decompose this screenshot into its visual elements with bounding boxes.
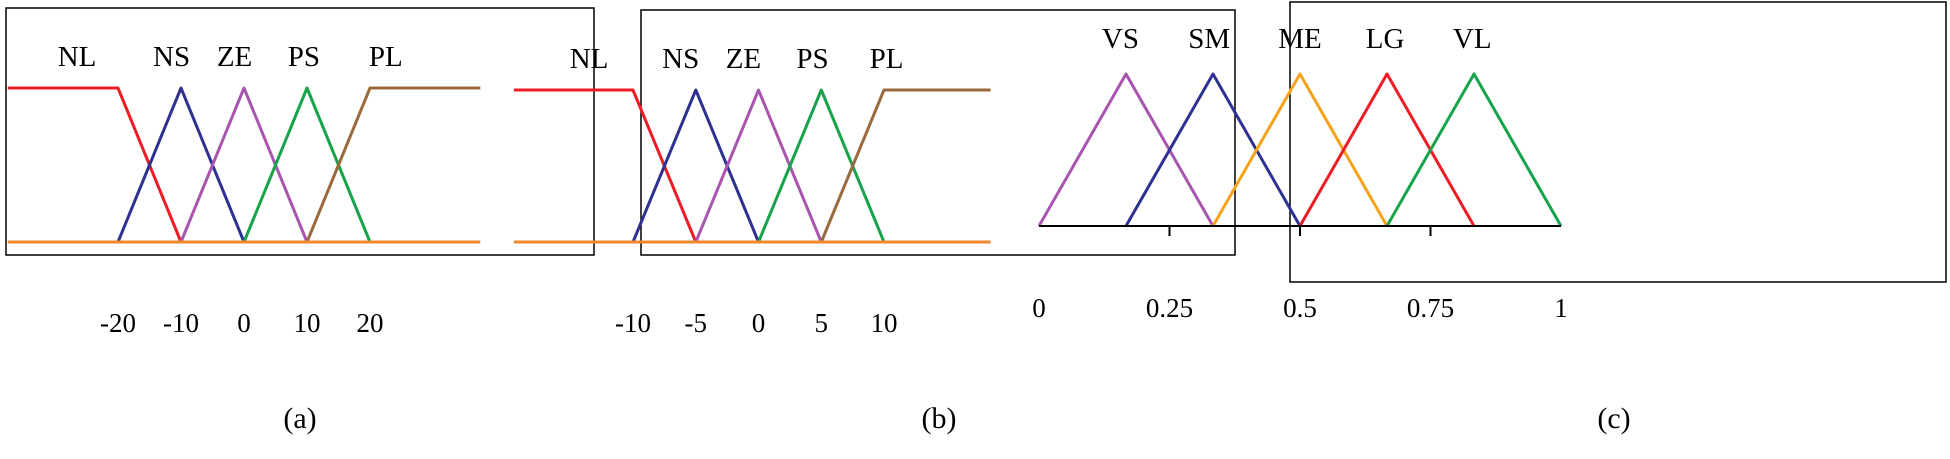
panel-b-label-ze: ZE [726,43,761,75]
panel-c-tick-label: 0.75 [1407,293,1454,323]
panel-b-label-pl: PL [870,43,904,75]
panel-a-caption: (a) [283,402,316,435]
panel-a-label-ze: ZE [217,41,252,73]
panel-c-plot: VS SM ME LG VL [1037,23,1563,227]
panel-c: VS SM ME LG VL 0 0.25 0.5 0.75 1 (c) [1032,1,1947,435]
panel-a-series-ze [179,86,309,243]
panel-c-series-sm [1124,72,1302,227]
panel-b-caption: (b) [922,402,957,435]
panel-b-plot: NL NS ZE PS PL [513,43,991,244]
panel-b-series-ps [757,88,886,243]
panel-b-label-ns: NS [662,43,699,75]
panel-a-frame [5,7,595,256]
panel-a-tick-label: 20 [357,308,384,338]
panel-b-axis: -10 -5 0 5 10 [615,308,898,338]
panel-b: NL NS ZE PS PL -10 -5 0 5 10 (b) [513,9,1236,435]
panel-a-series-ps [242,86,372,243]
panel-b-tick-label: 10 [871,308,898,338]
panel-c-tick-label: 0 [1032,293,1046,323]
panel-b-frame [640,9,1236,256]
panel-a-plot: NL NS ZE PS PL [7,41,481,244]
panel-b-label-nl: NL [570,43,609,75]
panel-b-label-ps: PS [796,43,828,75]
panel-c-tick-label: 0.5 [1283,293,1317,323]
panel-a-tick-label: 0 [237,308,251,338]
panel-b-tick-label: -5 [685,308,708,338]
panel-c-label-vl: VL [1453,23,1492,55]
panel-b-series-ns [631,88,760,243]
panel-b-series-pl [819,88,991,243]
panel-c-series-me [1211,72,1389,227]
panel-c-caption: (c) [1597,402,1630,435]
panel-a-label-pl: PL [369,41,403,73]
panel-c-tick-label: 0.25 [1146,293,1193,323]
panel-c-label-sm: SM [1188,23,1230,55]
panel-a-series-pl [305,86,481,243]
panel-a-series-ns [116,86,246,243]
panel-c-series-vs [1037,72,1215,227]
panel-a-tick-label: 10 [294,308,321,338]
panel-a-series-nl [7,86,183,243]
panel-c-series-lg [1298,72,1476,227]
panel-c-label-vs: VS [1102,23,1139,55]
panel-b-series-ze [694,88,823,243]
panel-a-axis: -20 -10 0 10 20 [100,308,384,338]
panel-a: NL NS ZE PS PL -20 -10 0 10 20 (a) [5,7,595,435]
panel-c-axis: 0 0.25 0.5 0.75 1 [1032,225,1568,323]
panel-c-frame [1289,1,1947,283]
panel-b-tick-label: 5 [815,308,829,338]
panel-b-series-nl [513,88,698,243]
panel-b-tick-label: -10 [615,308,651,338]
panel-a-label-ps: PS [288,41,320,73]
panel-c-series-vl [1385,72,1563,227]
panel-c-label-me: ME [1278,23,1322,55]
panel-a-label-nl: NL [58,41,97,73]
panel-c-label-lg: LG [1366,23,1405,55]
panel-c-tick-label: 1 [1554,293,1568,323]
panel-a-tick-label: -10 [163,308,199,338]
panel-b-tick-label: 0 [752,308,766,338]
panel-a-label-ns: NS [153,41,190,73]
panel-a-tick-label: -20 [100,308,136,338]
